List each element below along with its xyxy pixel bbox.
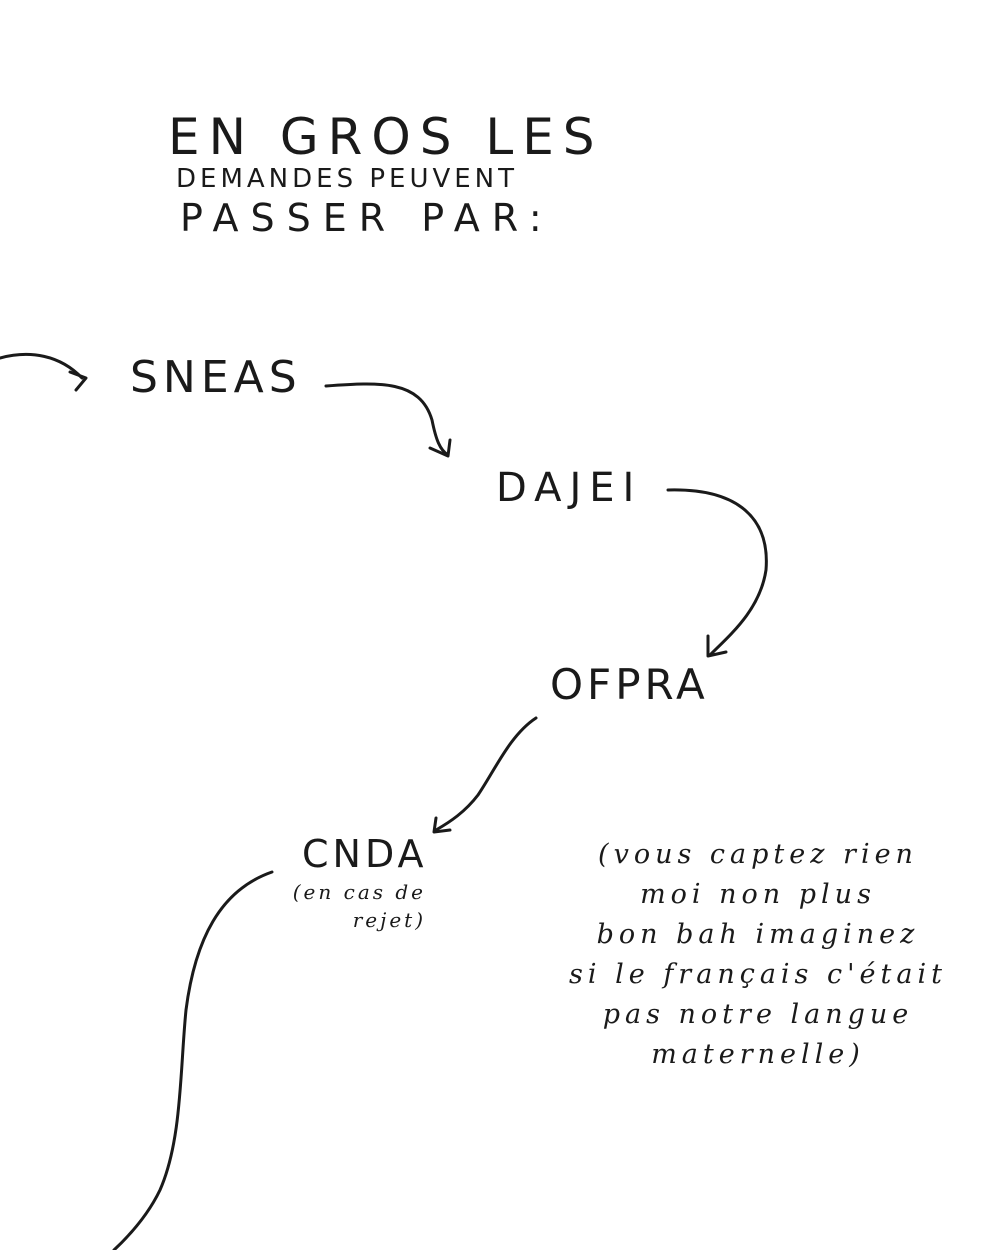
line-cnda-onward <box>112 870 274 1250</box>
node-cnda: CNDA <box>302 832 428 876</box>
aside-line-3: bon bah imaginez <box>596 919 920 950</box>
aside-line-4: si le français c'était <box>569 959 947 990</box>
cnda-note-line-1: (en cas de <box>292 880 426 904</box>
arrow-into-sneas <box>0 352 84 380</box>
arrowhead-sneas-to-dajei <box>428 438 452 458</box>
node-ofpra: OFPRA <box>550 660 709 709</box>
arrowhead-ofpra-to-cnda <box>432 816 452 834</box>
arrow-dajei-to-ofpra <box>666 488 768 657</box>
node-dajei: DAJEI <box>496 465 643 511</box>
aside-line-5: pas notre langue <box>602 999 914 1030</box>
node-sneas: SNEAS <box>130 352 302 403</box>
arrow-sneas-to-dajei <box>324 382 450 457</box>
aside-line-6: maternelle) <box>651 1039 865 1070</box>
arrow-ofpra-to-cnda <box>434 716 538 832</box>
cnda-note-line-2: rejet) <box>352 908 426 932</box>
aside-line-2: moi non plus <box>640 879 876 910</box>
aside-note: (vous captez rien moi non plus bon bah i… <box>548 835 968 1075</box>
arrowhead-into-sneas <box>68 370 88 392</box>
title-line-1: EN GROS LES <box>168 108 604 166</box>
aside-line-1: (vous captez rien <box>598 839 918 870</box>
title-line-2: DEMANDES PEUVENT <box>176 164 519 194</box>
title-line-3: PASSER PAR: <box>180 196 554 240</box>
cnda-note: (en cas de rejet) <box>266 878 426 934</box>
arrowhead-dajei-to-ofpra <box>706 634 728 658</box>
